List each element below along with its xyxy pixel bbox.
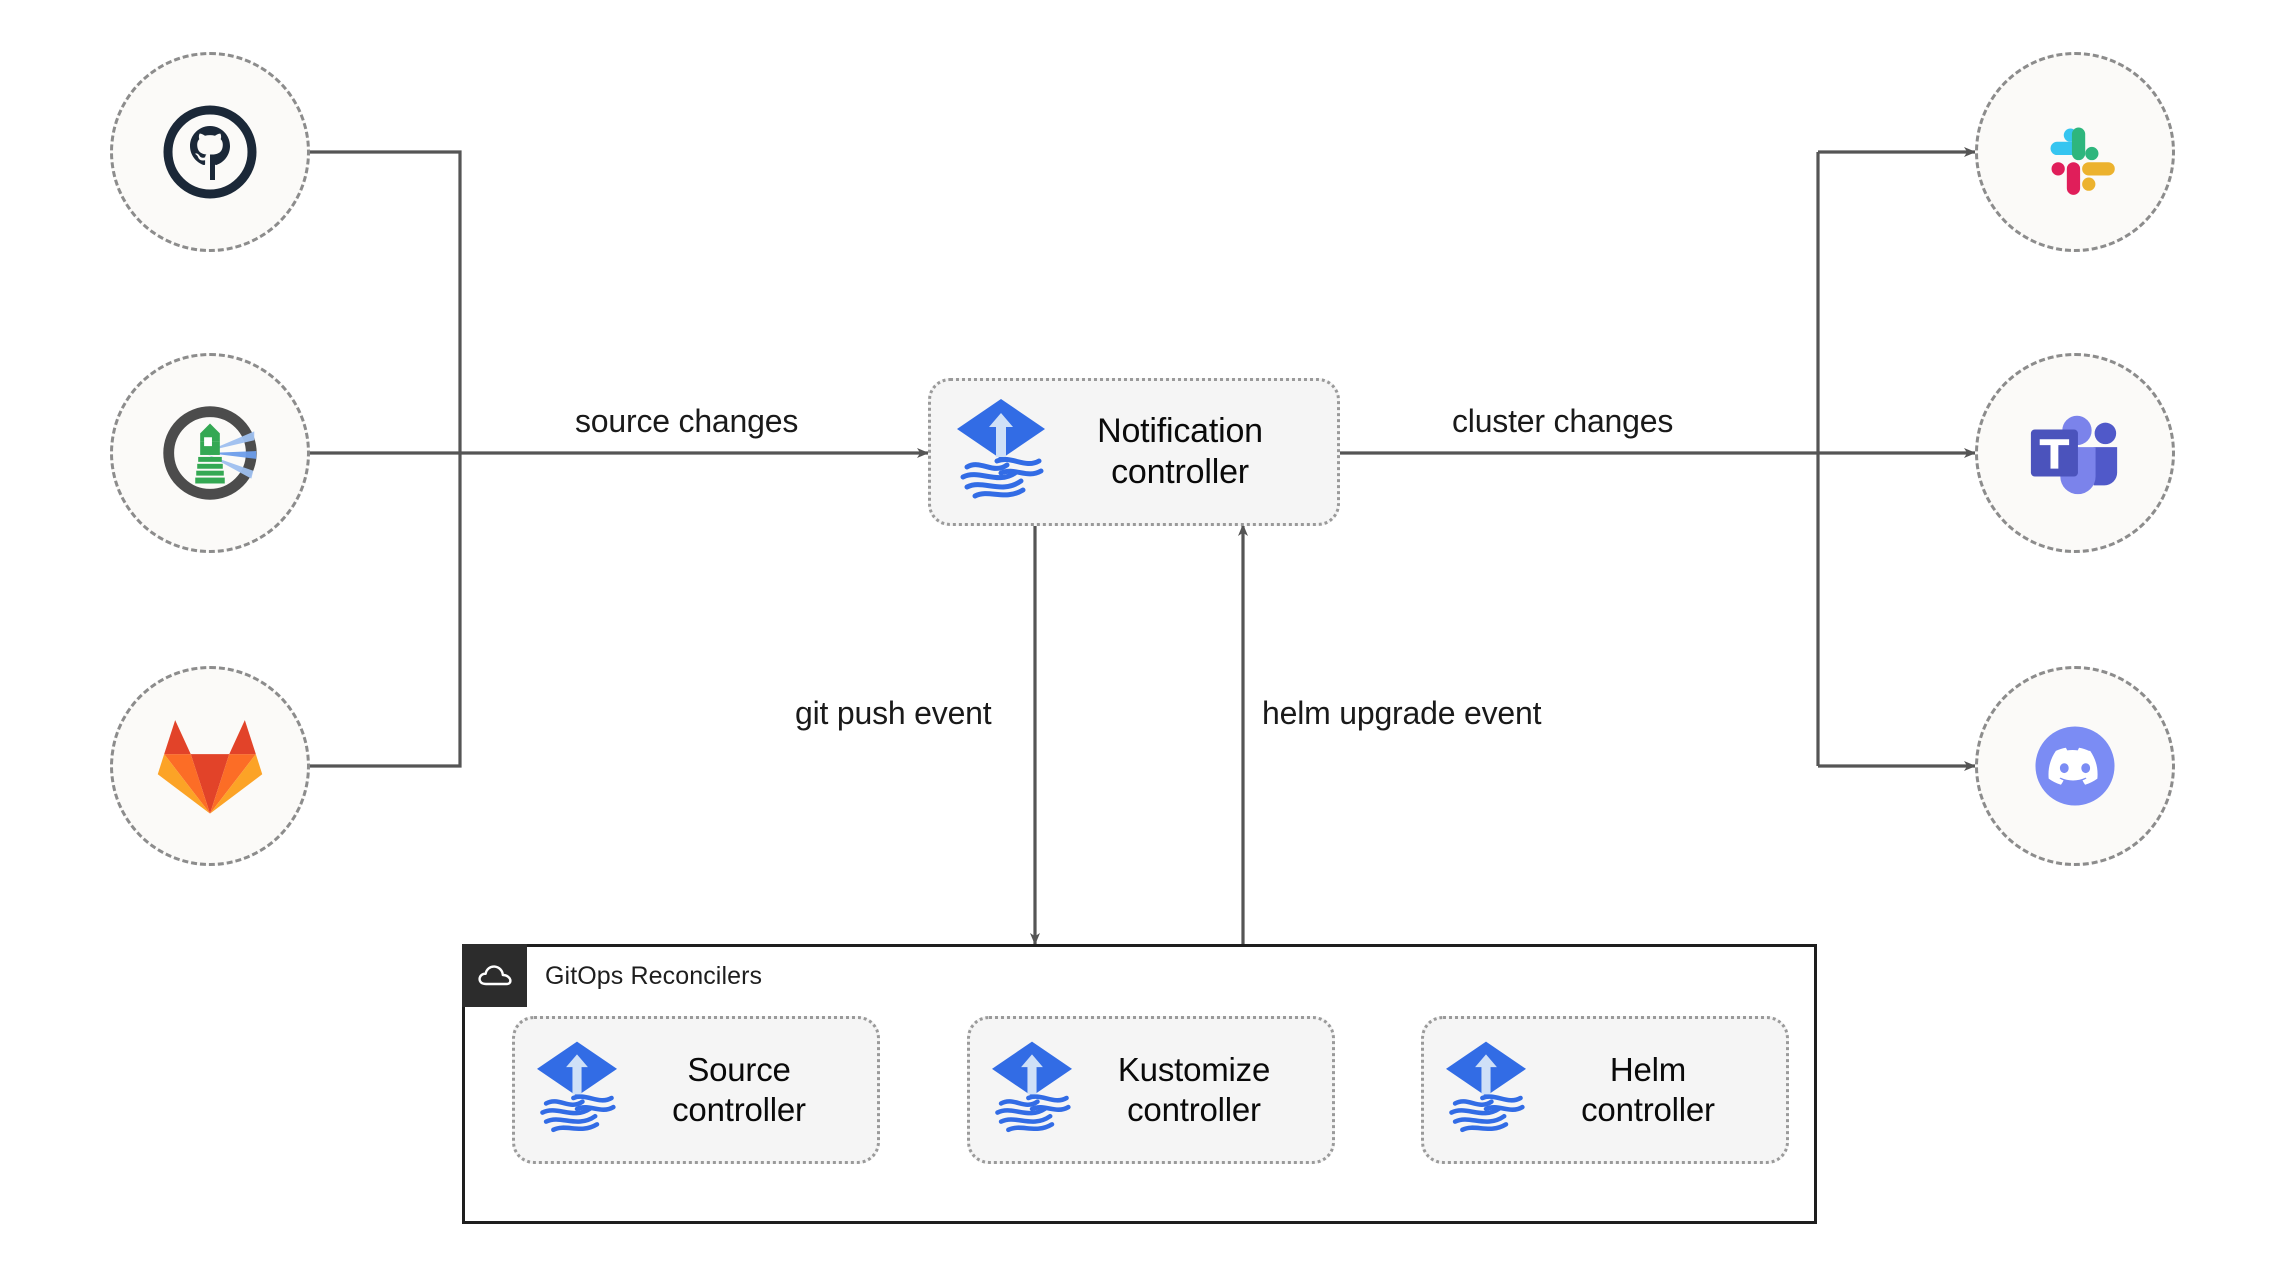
edge-label-source-changes: source changes — [575, 403, 799, 439]
discord-icon — [2035, 726, 2115, 806]
reconciler-label-source: Source controller — [672, 1050, 806, 1128]
reconciler-label-kustomize: Kustomize controller — [1117, 1050, 1271, 1128]
slack-icon — [2050, 127, 2115, 195]
source-node-flux[interactable] — [110, 353, 310, 553]
flux-logo-icon — [533, 1038, 621, 1143]
gitops-reconcilers-tab — [462, 944, 527, 1007]
edge-gitlab-to-trunk — [310, 453, 462, 768]
notification-controller-node[interactable]: Notification controller — [928, 378, 1340, 526]
reconciler-node-source[interactable]: Source controller — [512, 1016, 880, 1164]
destination-node-slack[interactable] — [1975, 52, 2175, 252]
edge-label-cluster-changes: cluster changes — [1452, 403, 1674, 439]
cloud-icon — [477, 964, 512, 985]
notification-controller-label: Notification controller — [1097, 411, 1263, 491]
reconciler-label-helm: Helm controller — [1581, 1050, 1715, 1128]
microsoft-teams-icon — [2030, 415, 2118, 495]
reconciler-node-kustomize[interactable]: Kustomize controller — [967, 1016, 1335, 1164]
source-node-gitlab[interactable] — [110, 666, 310, 866]
edge-label-helm-upgrade-event: helm upgrade event — [1262, 695, 1542, 731]
flux-lighthouse-icon — [163, 406, 257, 500]
flux-logo-icon — [988, 1038, 1076, 1143]
github-icon — [163, 105, 257, 199]
destination-node-teams[interactable] — [1975, 353, 2175, 553]
reconciler-node-helm[interactable]: Helm controller — [1421, 1016, 1789, 1164]
flux-logo-icon — [953, 395, 1049, 510]
flux-logo-icon — [1442, 1038, 1530, 1143]
edge-label-git-push-event: git push event — [795, 695, 992, 731]
source-node-github[interactable] — [110, 52, 310, 252]
gitops-reconcilers-title: GitOps Reconcilers — [545, 962, 763, 990]
edge-github-to-trunk — [310, 150, 462, 453]
gitlab-icon — [157, 720, 263, 814]
destination-node-discord[interactable] — [1975, 666, 2175, 866]
